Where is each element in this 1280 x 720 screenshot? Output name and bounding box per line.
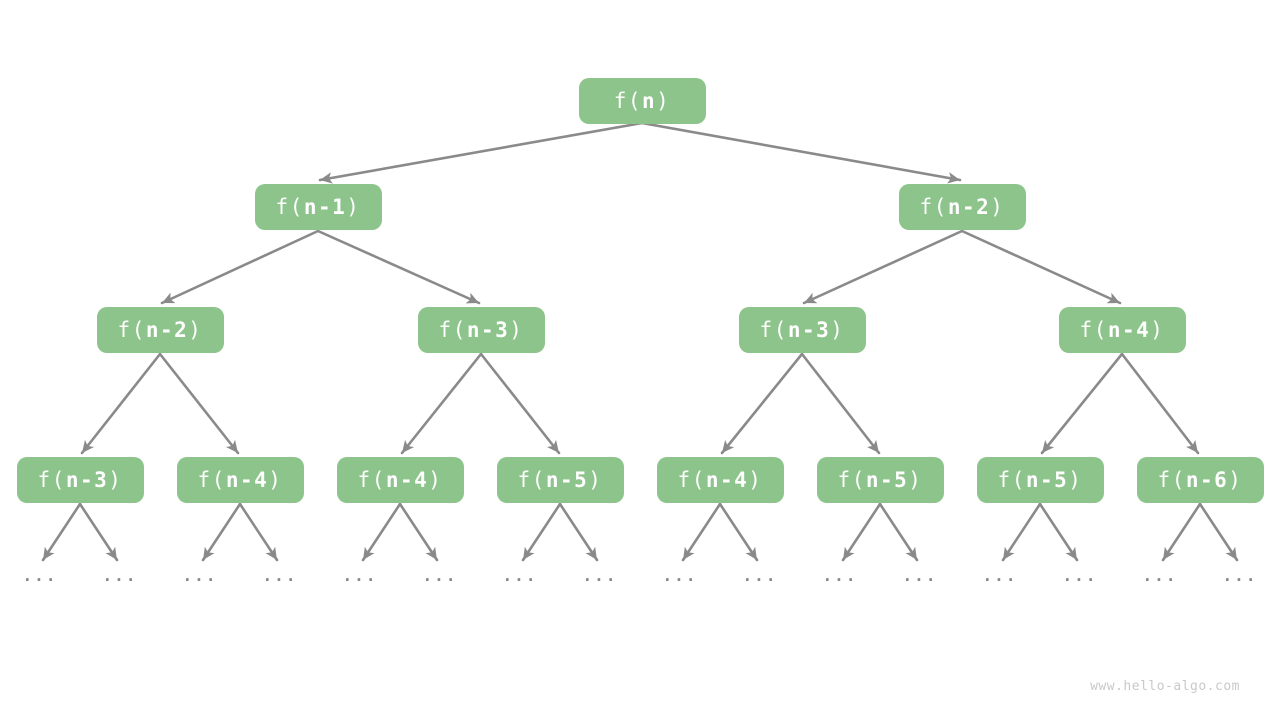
edge bbox=[960, 229, 1122, 305]
edge bbox=[238, 502, 279, 562]
edge bbox=[878, 502, 919, 562]
watermark: www.hello-algo.com bbox=[1090, 679, 1240, 694]
edge bbox=[78, 502, 119, 562]
node-label: f(n-6) bbox=[1157, 468, 1243, 492]
ellipsis: ... bbox=[822, 566, 858, 585]
node-label: f(n-5) bbox=[837, 468, 923, 492]
ellipsis: ... bbox=[582, 566, 618, 585]
edge bbox=[158, 352, 240, 455]
edge bbox=[718, 502, 759, 562]
edge bbox=[681, 502, 722, 562]
edge bbox=[1040, 352, 1124, 455]
edge bbox=[361, 502, 402, 562]
edge bbox=[521, 502, 562, 562]
edge bbox=[1120, 352, 1200, 455]
node-label: f(n-4) bbox=[197, 468, 283, 492]
edge bbox=[640, 121, 962, 184]
node-label: f(n-1) bbox=[275, 195, 361, 219]
edge bbox=[1038, 502, 1079, 562]
edge bbox=[720, 352, 804, 455]
tree-node: f(n-3) bbox=[16, 457, 144, 503]
tree-node: f(n-4) bbox=[336, 457, 464, 503]
ellipsis: ... bbox=[262, 566, 298, 585]
edge bbox=[558, 502, 599, 562]
ellipsis: ... bbox=[182, 566, 218, 585]
node-label: f(n-4) bbox=[677, 468, 763, 492]
edge bbox=[41, 502, 82, 562]
tree-node: f(n-4) bbox=[176, 457, 304, 503]
edge bbox=[400, 352, 483, 455]
node-label: f(n-5) bbox=[517, 468, 603, 492]
ellipsis: ... bbox=[102, 566, 138, 585]
node-label: f(n-3) bbox=[37, 468, 123, 492]
ellipsis: ... bbox=[502, 566, 538, 585]
node-label: f(n-4) bbox=[357, 468, 443, 492]
edge bbox=[802, 229, 964, 305]
ellipsis: ... bbox=[1142, 566, 1178, 585]
tree-node: f(n-6) bbox=[1136, 457, 1264, 503]
edge bbox=[316, 229, 481, 305]
node-label: f(n) bbox=[613, 89, 671, 113]
ellipsis: ... bbox=[22, 566, 58, 585]
edge bbox=[318, 121, 644, 184]
node-label: f(n-3) bbox=[759, 318, 845, 342]
tree-node: f(n-3) bbox=[417, 307, 545, 353]
ellipsis: ... bbox=[1222, 566, 1258, 585]
tree-node: f(n-1) bbox=[254, 184, 382, 230]
tree-node: f(n-5) bbox=[976, 457, 1104, 503]
tree-node: f(n-5) bbox=[816, 457, 944, 503]
node-label: f(n-2) bbox=[117, 318, 203, 342]
edge bbox=[1161, 502, 1202, 562]
edge bbox=[479, 352, 561, 455]
tree-node: f(n-3) bbox=[738, 307, 866, 353]
edge bbox=[841, 502, 882, 562]
edge bbox=[201, 502, 242, 562]
edge bbox=[1198, 502, 1239, 562]
tree-node: f(n-5) bbox=[496, 457, 624, 503]
edge bbox=[80, 352, 162, 455]
tree-node: f(n-2) bbox=[96, 307, 224, 353]
edge bbox=[160, 229, 320, 305]
node-label: f(n-3) bbox=[438, 318, 524, 342]
edge bbox=[800, 352, 881, 455]
ellipsis: ... bbox=[662, 566, 698, 585]
edge bbox=[1001, 502, 1042, 562]
node-label: f(n-4) bbox=[1079, 318, 1165, 342]
node-label: f(n-2) bbox=[919, 195, 1005, 219]
tree-node: f(n) bbox=[578, 78, 706, 124]
edge bbox=[398, 502, 439, 562]
tree-node: f(n-4) bbox=[656, 457, 784, 503]
ellipsis: ... bbox=[1062, 566, 1098, 585]
ellipsis: ... bbox=[902, 566, 938, 585]
tree-node: f(n-2) bbox=[898, 184, 1026, 230]
ellipsis: ... bbox=[742, 566, 778, 585]
node-label: f(n-5) bbox=[997, 468, 1083, 492]
tree-node: f(n-4) bbox=[1058, 307, 1186, 353]
ellipsis: ... bbox=[982, 566, 1018, 585]
ellipsis: ... bbox=[342, 566, 378, 585]
ellipsis: ... bbox=[422, 566, 458, 585]
